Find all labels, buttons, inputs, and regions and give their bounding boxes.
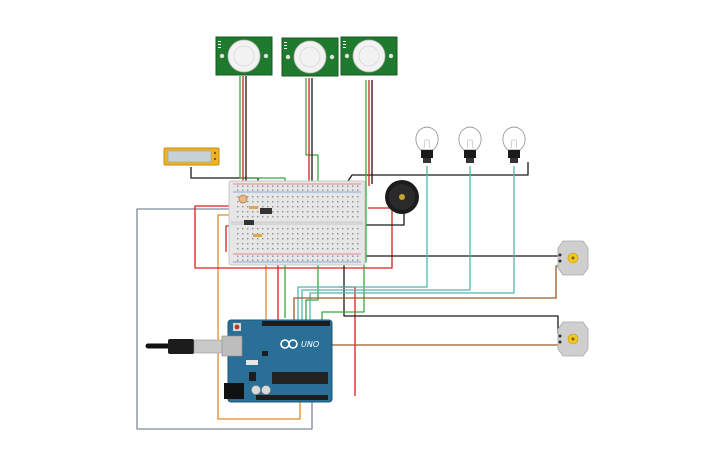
breadboard-holes[interactable]: [237, 185, 359, 261]
buzzer[interactable]: [385, 180, 419, 214]
dc-motors: [557, 240, 589, 357]
lcd-display[interactable]: [163, 147, 220, 166]
wire-red-1[interactable]: [194, 205, 393, 269]
wire-orange-1[interactable]: [217, 214, 301, 420]
atmega-chip: [272, 372, 328, 384]
resistor-1[interactable]: [249, 206, 258, 209]
usb-port[interactable]: [221, 335, 243, 357]
pir-sensor[interactable]: [215, 36, 273, 76]
transistor[interactable]: [260, 208, 272, 214]
wire-teal-2[interactable]: [301, 166, 471, 322]
pir-sensor[interactable]: [340, 36, 398, 76]
wire-brown-1[interactable]: [293, 265, 558, 322]
ic-small[interactable]: [244, 220, 254, 225]
wire-red-4[interactable]: [339, 286, 356, 396]
breadboard: [228, 180, 366, 266]
dc-motor[interactable]: [557, 240, 589, 276]
pir-sensors: [215, 36, 398, 77]
wire-black-bulbs[interactable]: [345, 162, 529, 185]
board-logo-text: UNO: [301, 340, 319, 349]
light-bulbs: [415, 126, 526, 163]
light-bulb[interactable]: [415, 126, 439, 163]
arduino-uno[interactable]: UNO: [221, 319, 333, 403]
wire-black-motor2[interactable]: [343, 258, 559, 334]
photoresistor[interactable]: [238, 194, 248, 204]
breadboard-components: [238, 194, 272, 237]
usb-cable[interactable]: [145, 339, 229, 354]
wire-teal-3[interactable]: [309, 166, 515, 322]
light-bulb[interactable]: [502, 126, 526, 163]
pir-sensor[interactable]: [281, 37, 339, 77]
resistor-2[interactable]: [253, 234, 262, 237]
wire-teal-1[interactable]: [297, 166, 428, 322]
power-jack[interactable]: [224, 383, 244, 399]
light-bulb[interactable]: [458, 126, 482, 163]
arduino-logo: [280, 339, 298, 349]
dc-motor[interactable]: [557, 321, 589, 357]
wire-gray-loop[interactable]: [136, 208, 313, 430]
